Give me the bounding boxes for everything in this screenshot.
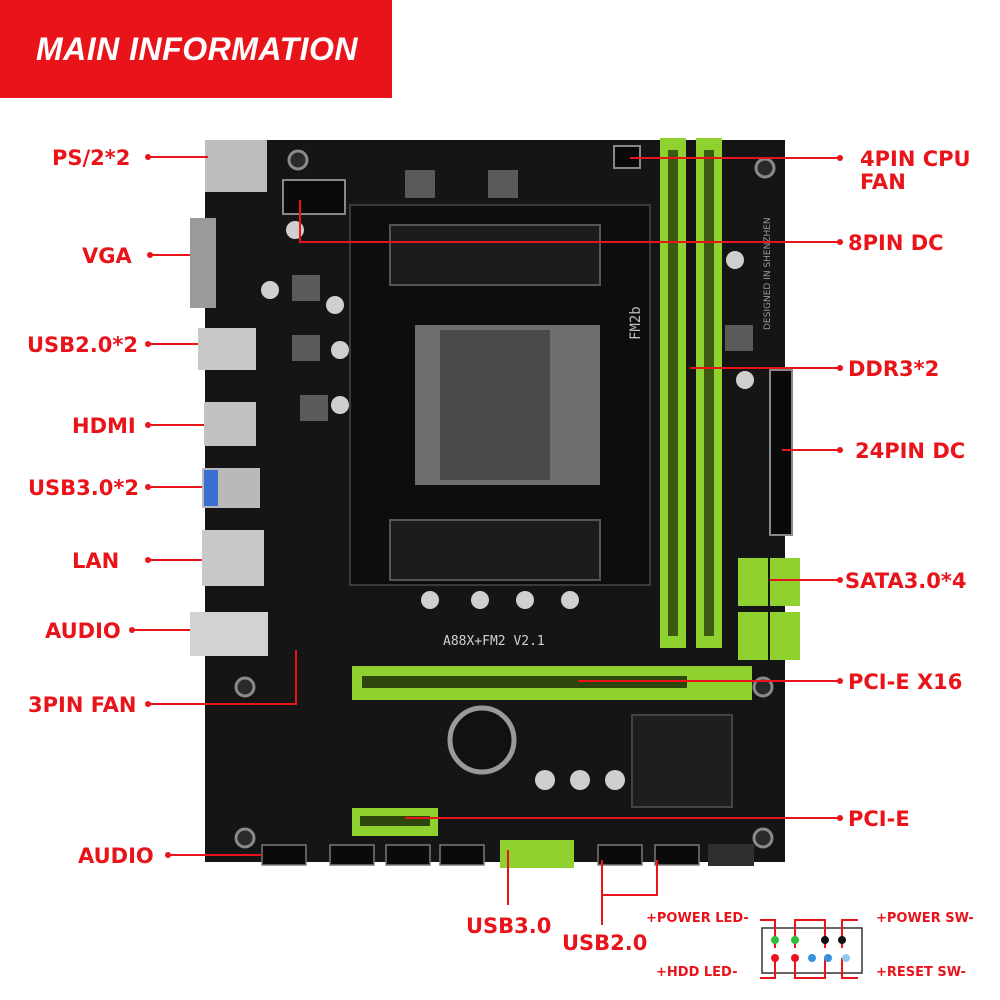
- usb20-port: [198, 328, 256, 370]
- front-panel-diagram: [760, 919, 863, 979]
- label-hdmi: HDMI: [72, 414, 136, 438]
- header-title: MAIN INFORMATION: [36, 30, 359, 67]
- label-usb3-header: USB3.0: [466, 914, 552, 938]
- label-audio-bottom: AUDIO: [78, 844, 154, 868]
- socket-silk: FM2b: [628, 306, 644, 340]
- label-power-led: +POWER LED-: [646, 911, 749, 926]
- audio-port: [190, 612, 268, 656]
- label-cpu-fan-line1: 4PIN CPU: [860, 147, 971, 171]
- label-sata: SATA3.0*4: [845, 569, 967, 593]
- label-usb20: USB2.0*2: [27, 333, 138, 357]
- label-pcie: PCI-E: [848, 807, 910, 831]
- label-audio: AUDIO: [45, 619, 121, 643]
- label-3pin-fan: 3PIN FAN: [28, 693, 137, 717]
- label-pcie16: PCI-E X16: [848, 670, 963, 694]
- label-usb2-header: USB2.0: [562, 931, 648, 955]
- label-reset-sw: +RESET SW-: [876, 965, 966, 980]
- dc24-connector: [769, 369, 793, 536]
- hdmi-port: [204, 402, 256, 446]
- ps2-port: [205, 140, 267, 192]
- dc8-connector: [282, 179, 346, 215]
- label-hdd-led: +HDD LED-: [656, 965, 738, 980]
- usb3-header: [500, 840, 574, 868]
- header-banner: MAIN INFORMATION: [0, 0, 392, 98]
- label-lan: LAN: [72, 549, 120, 573]
- label-cpu-fan-line2: FAN: [860, 170, 906, 194]
- vga-port: [190, 218, 216, 308]
- label-vga: VGA: [82, 244, 132, 268]
- designed-silk: DESIGNED IN SHENZHEN: [763, 217, 773, 330]
- label-24pin-dc: 24PIN DC: [855, 439, 966, 463]
- label-ps2: PS/2*2: [52, 146, 131, 170]
- label-8pin-dc: 8PIN DC: [848, 231, 944, 255]
- label-ddr3: DDR3*2: [848, 357, 940, 381]
- label-usb30: USB3.0*2: [28, 476, 139, 500]
- label-power-sw: +POWER SW-: [876, 911, 974, 926]
- lan-port: [202, 530, 264, 586]
- model-silk: A88X+FM2 V2.1: [443, 634, 545, 649]
